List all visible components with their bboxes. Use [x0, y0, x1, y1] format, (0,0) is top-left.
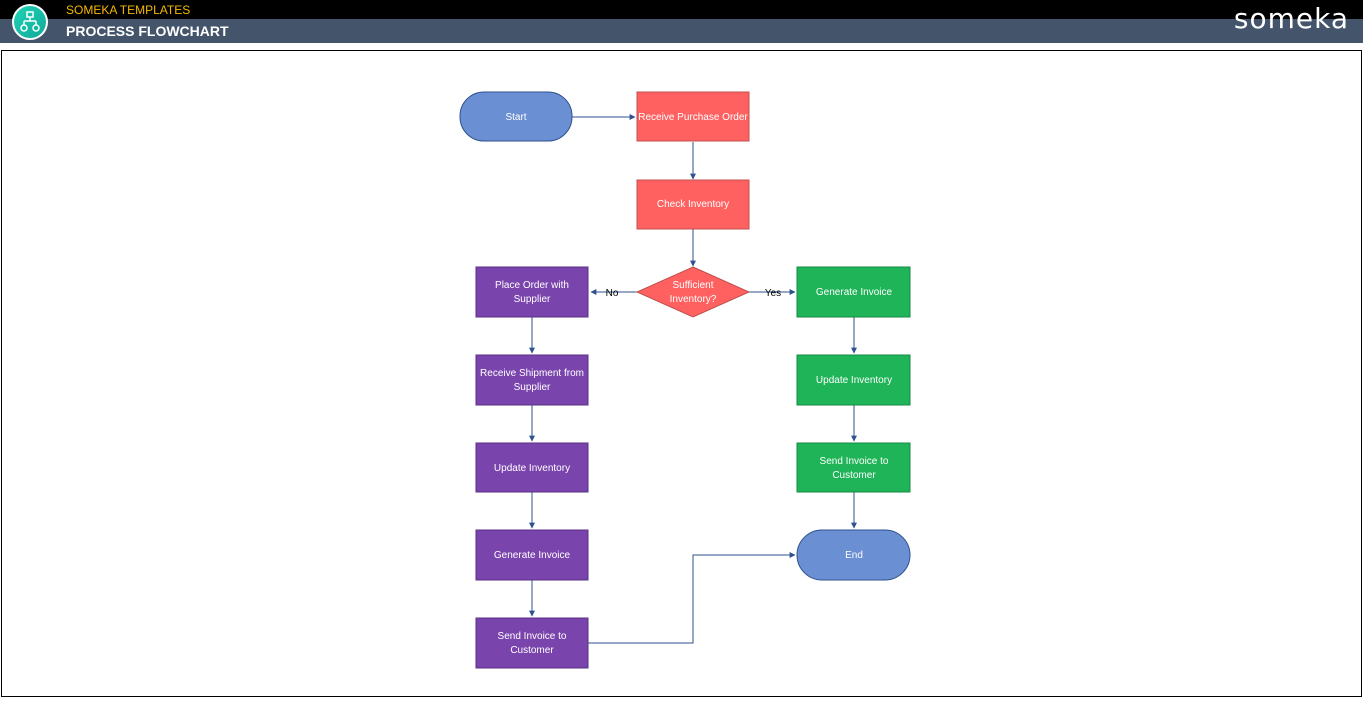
sufficient-inventory-decision: Sufficient Inventory?	[635, 266, 751, 318]
send-invoice-right-line1: Send Invoice to	[820, 456, 889, 467]
generate-invoice-right-node: Generate Invoice	[796, 266, 911, 318]
update-inventory-left-node: Update Inventory	[475, 442, 589, 493]
top-bar	[0, 0, 1363, 19]
start-label: Start	[505, 112, 526, 123]
edge-send-left-to-end	[588, 552, 796, 644]
check-inventory-node: Check Inventory	[636, 179, 750, 230]
generate-invoice-left-label: Generate Invoice	[494, 550, 571, 561]
end-label: End	[845, 550, 863, 561]
send-invoice-left-node: Send Invoice to Customer	[475, 617, 589, 669]
flowchart-diagram: No Yes Start Receive Purchase Order Chec…	[459, 91, 911, 669]
no-label: No	[606, 288, 619, 299]
receive-shipment-line2: Supplier	[514, 382, 551, 393]
send-invoice-left-line2: Customer	[510, 645, 554, 656]
receive-shipment-node: Receive Shipment from Supplier	[475, 354, 589, 406]
send-invoice-right-line2: Customer	[832, 470, 876, 481]
flowchart-icon	[12, 4, 48, 40]
generate-invoice-right-label: Generate Invoice	[816, 287, 893, 298]
update-inventory-right-node: Update Inventory	[796, 354, 911, 406]
receive-purchase-order-node: Receive Purchase Order	[636, 91, 750, 142]
flowchart-canvas: No Yes Start Receive Purchase Order Chec…	[1, 50, 1362, 697]
page-title: PROCESS FLOWCHART	[66, 23, 229, 39]
send-invoice-left-line1: Send Invoice to	[498, 631, 567, 642]
someka-logo: someka	[1233, 2, 1349, 35]
place-order-line2: Supplier	[514, 294, 551, 305]
receive-purchase-order-label: Receive Purchase Order	[638, 112, 748, 123]
place-order-line1: Place Order with	[495, 280, 569, 291]
update-inventory-left-label: Update Inventory	[494, 463, 570, 474]
title-bar	[0, 19, 1363, 43]
place-order-node: Place Order with Supplier	[475, 266, 589, 318]
decision-line2: Inventory?	[670, 294, 717, 305]
generate-invoice-left-node: Generate Invoice	[475, 529, 589, 581]
send-invoice-right-node: Send Invoice to Customer	[796, 442, 911, 493]
decision-line1: Sufficient	[673, 280, 714, 291]
update-inventory-right-label: Update Inventory	[816, 375, 892, 386]
yes-label: Yes	[765, 288, 781, 299]
end-node: End	[796, 529, 911, 581]
receive-shipment-line1: Receive Shipment from	[480, 368, 584, 379]
check-inventory-label: Check Inventory	[657, 199, 729, 210]
start-node: Start	[459, 91, 573, 142]
brand-label: SOMEKA TEMPLATES	[66, 3, 191, 17]
